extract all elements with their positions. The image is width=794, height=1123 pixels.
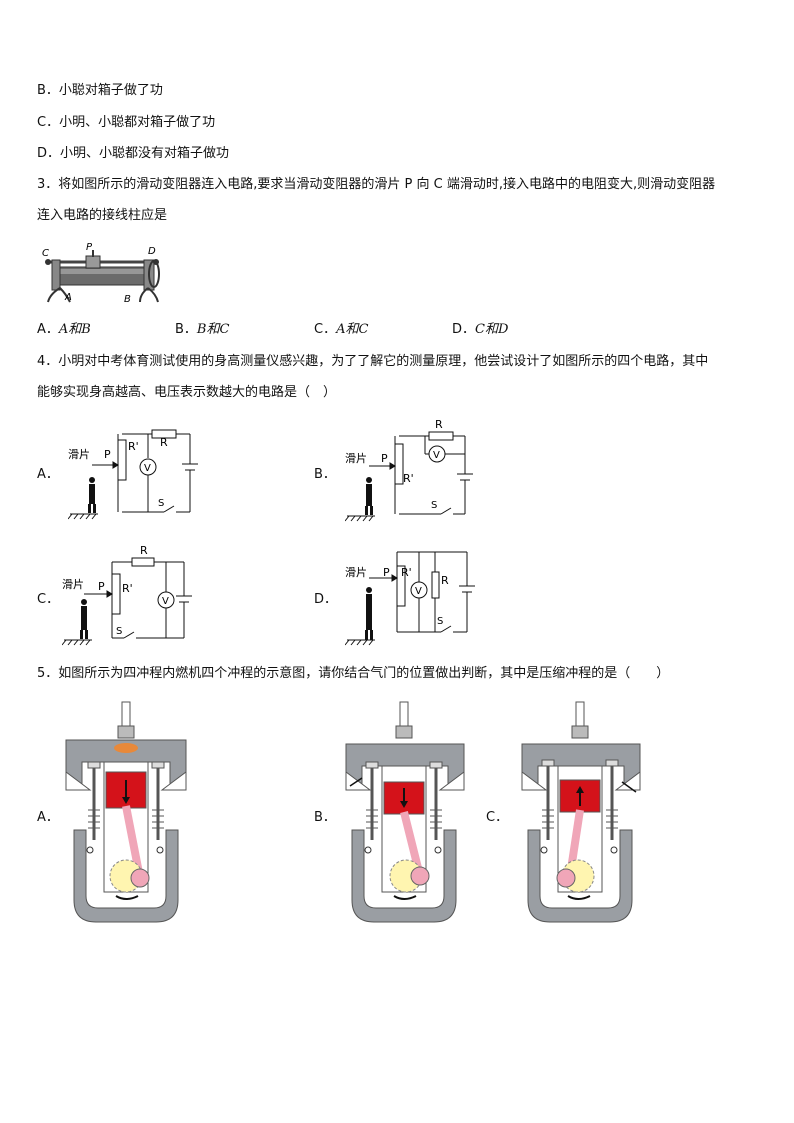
svg-text:S: S bbox=[158, 498, 164, 509]
circuit-b-letter: B． bbox=[314, 467, 336, 482]
svg-text:R': R' bbox=[401, 566, 412, 579]
svg-text:R: R bbox=[441, 574, 449, 587]
svg-text:R: R bbox=[140, 544, 148, 557]
q2-option-c: C．小明、小聪都对箱子做了功 bbox=[37, 115, 216, 130]
label-d: D bbox=[148, 246, 156, 257]
engine-b-figure bbox=[345, 701, 465, 923]
circuit-a-letter: A． bbox=[37, 467, 59, 482]
svg-text:R': R' bbox=[128, 440, 139, 453]
engine-a-letter: A． bbox=[37, 810, 59, 825]
label-p: P bbox=[86, 242, 93, 253]
label-a: A bbox=[64, 292, 72, 303]
svg-text:P: P bbox=[383, 566, 390, 579]
svg-text:V: V bbox=[415, 586, 422, 597]
svg-text:P: P bbox=[104, 448, 111, 461]
q2-option-b: B．小聪对箱子做了功 bbox=[37, 83, 163, 98]
label-c: C bbox=[42, 248, 49, 259]
q4-stem-line2: 能够实现身高越高、电压表示数越大的电路是（ ） bbox=[37, 385, 337, 400]
circuit-c: 滑片 P R' R V S bbox=[62, 544, 192, 646]
svg-text:R': R' bbox=[403, 472, 414, 485]
circuit-d-letter: D． bbox=[314, 592, 338, 607]
svg-text:R: R bbox=[160, 436, 168, 449]
q3-option-b: B．B和C bbox=[175, 322, 230, 337]
engine-c-letter: C． bbox=[486, 810, 509, 825]
engine-c-figure bbox=[521, 701, 641, 923]
svg-text:滑片: 滑片 bbox=[345, 452, 367, 465]
q3-stem-line1: 3．将如图所示的滑动变阻器连入电路,要求当滑动变阻器的滑片 P 向 C 端滑动时… bbox=[37, 177, 716, 192]
svg-text:S: S bbox=[116, 626, 122, 637]
circuit-d: 滑片 P R' R V S bbox=[345, 551, 475, 646]
svg-text:R': R' bbox=[122, 582, 133, 595]
q4-stem-line1: 4．小明对中考体育测试使用的身高测量仪感兴趣，为了了解它的测量原理，他尝试设计了… bbox=[37, 354, 709, 369]
svg-text:P: P bbox=[381, 452, 388, 465]
svg-text:滑片: 滑片 bbox=[68, 448, 90, 461]
circuit-a: 滑片 P R' R V S bbox=[68, 429, 198, 520]
svg-text:P: P bbox=[98, 580, 105, 593]
engine-b-letter: B． bbox=[314, 810, 336, 825]
svg-text:S: S bbox=[431, 500, 437, 511]
svg-text:滑片: 滑片 bbox=[62, 578, 84, 591]
label-b: B bbox=[124, 294, 131, 305]
svg-text:V: V bbox=[433, 450, 440, 461]
engine-a-figure bbox=[65, 701, 187, 923]
q5-stem: 5．如图所示为四冲程内燃机四个冲程的示意图，请你结合气门的位置做出判断，其中是压… bbox=[37, 666, 670, 681]
q3-stem-line2: 连入电路的接线柱应是 bbox=[37, 208, 168, 223]
rheostat-figure: C P D A B bbox=[42, 242, 160, 305]
q3-option-d: D．C和D bbox=[452, 322, 509, 337]
circuit-c-letter: C． bbox=[37, 592, 60, 607]
svg-text:滑片: 滑片 bbox=[345, 566, 367, 579]
svg-text:S: S bbox=[437, 616, 443, 627]
q3-option-a: A．A和B bbox=[37, 322, 91, 337]
svg-text:V: V bbox=[162, 596, 169, 607]
circuit-b: 滑片 P R' R V S bbox=[345, 418, 473, 522]
q3-option-c: C．A和C bbox=[314, 322, 369, 337]
svg-text:R: R bbox=[435, 418, 443, 431]
q2-option-d: D．小明、小聪都没有对箱子做功 bbox=[37, 146, 230, 161]
svg-text:V: V bbox=[144, 463, 151, 474]
